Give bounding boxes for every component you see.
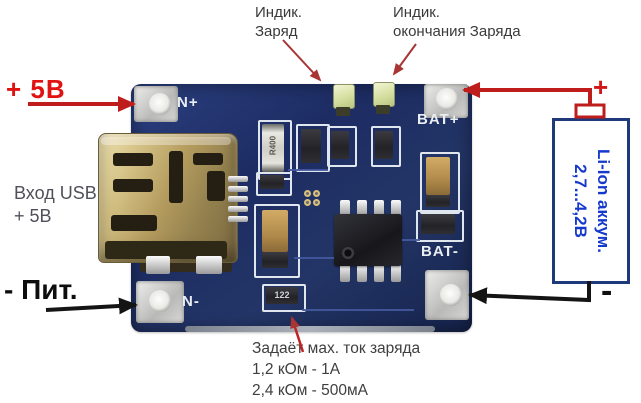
trace xyxy=(402,239,420,241)
done-led-base xyxy=(376,105,390,114)
battery-positive-wire xyxy=(462,82,592,108)
small-component-frame xyxy=(256,172,292,196)
mini-usb-connector xyxy=(98,133,238,263)
led-resistor-1 xyxy=(331,131,349,159)
usb-foot xyxy=(196,256,222,274)
trace xyxy=(288,169,328,171)
output-capacitor-frame xyxy=(420,152,460,214)
hole-in-plus xyxy=(149,93,171,115)
protection-component-frame xyxy=(416,210,464,242)
usb-slot xyxy=(113,179,153,192)
prog-resistor: 122 xyxy=(266,287,298,304)
prog-resistor-frame xyxy=(262,284,306,312)
battery-plus-sign: + xyxy=(593,72,609,102)
ic-pin xyxy=(340,200,350,216)
silkscreen-in-plus: N+ xyxy=(177,94,199,111)
protection-component xyxy=(421,214,455,234)
usb-glint xyxy=(101,137,231,145)
done-led-arrow xyxy=(392,43,417,76)
ic-pin xyxy=(374,200,384,216)
silkscreen-in-minus: N- xyxy=(182,293,200,310)
usb-slot xyxy=(193,153,223,165)
usb-input-annotation: Вход USB + 5В xyxy=(14,183,97,227)
ic-pin xyxy=(340,264,350,282)
input-capacitor-pad xyxy=(262,252,288,268)
minus-power-arrow xyxy=(45,297,138,315)
mid-resistor xyxy=(301,129,321,163)
small-component xyxy=(260,175,284,189)
prog-resistor-marking: 122 xyxy=(274,290,290,300)
usb-pin xyxy=(228,216,248,222)
usb-pin xyxy=(228,186,248,192)
trace xyxy=(302,309,414,311)
hole-in-minus xyxy=(149,290,171,312)
usb-pin xyxy=(228,206,248,212)
usb-slot xyxy=(105,241,227,259)
usb-pin xyxy=(228,196,248,202)
input-minus-annotation: - Пит. xyxy=(4,274,78,305)
via xyxy=(304,190,311,197)
prog-annotation: Задаёт мах. ток заряда 1,2 кОм - 1А 2,4 … xyxy=(252,340,421,400)
charge-led-annotation: Индик. Заряд xyxy=(255,4,302,40)
charger-ic xyxy=(334,214,402,266)
battery-minus-sign: - xyxy=(601,272,613,310)
ic-pin xyxy=(374,264,384,282)
battery-terminal xyxy=(574,103,606,119)
usb-foot xyxy=(146,256,170,274)
via xyxy=(304,199,311,206)
hole-bat-plus xyxy=(436,88,458,110)
board-bottom-edge xyxy=(185,326,435,332)
usb-slot xyxy=(111,215,157,231)
via xyxy=(313,199,320,206)
trace xyxy=(294,257,334,259)
output-capacitor xyxy=(426,157,450,195)
input-capacitor xyxy=(262,210,288,252)
sense-resistor: R400 xyxy=(262,124,284,172)
silkscreen-bat-minus: BAT- xyxy=(421,243,459,260)
usb-pin xyxy=(228,176,248,182)
ic-pin xyxy=(357,264,367,282)
ic-pin xyxy=(391,200,401,216)
usb-slot xyxy=(169,151,183,203)
led-resistor-2 xyxy=(375,131,393,159)
charge-led-arrow xyxy=(282,39,322,82)
prog-arrow xyxy=(290,316,305,353)
input-capacitor-frame xyxy=(254,204,300,278)
ic-pin xyxy=(357,200,367,216)
charge-led-base xyxy=(336,107,350,116)
mid-resistor-frame xyxy=(296,124,330,172)
ic-pin1-dimple xyxy=(342,247,354,259)
done-led-annotation: Индик. окончания Заряда xyxy=(393,4,521,40)
usb-slot xyxy=(113,153,153,166)
ic-pin xyxy=(391,264,401,282)
output-capacitor-pad xyxy=(426,195,450,207)
led-resistor-frame-2 xyxy=(371,126,401,167)
silkscreen-bat-plus: BAT+ xyxy=(417,111,460,128)
battery-negative-wire xyxy=(468,281,591,305)
via xyxy=(313,190,320,197)
input-plus-annotation: + 5В xyxy=(6,74,66,104)
hole-bat-minus xyxy=(440,284,462,306)
battery-box: Li-Ion аккум. 2,7...4,2В xyxy=(552,118,630,284)
usb-slot xyxy=(207,171,225,201)
